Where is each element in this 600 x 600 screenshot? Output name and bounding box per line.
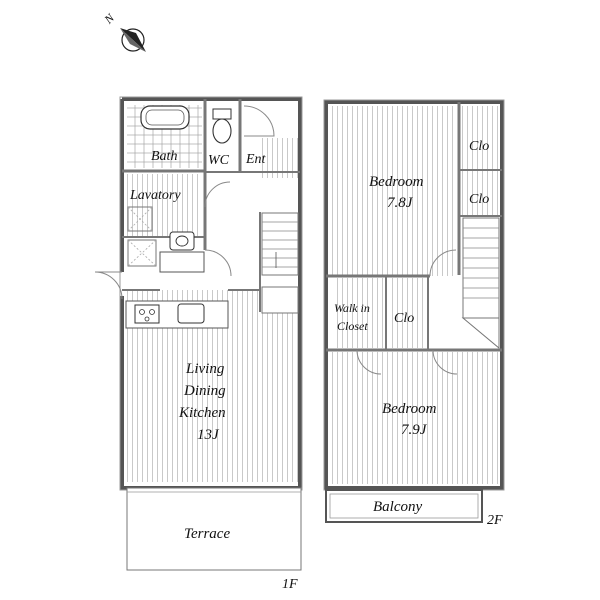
compass: N: [101, 10, 146, 52]
bathtub: [140, 105, 190, 130]
terrace: [126, 487, 302, 571]
room-label-ldk-1: Living: [185, 361, 225, 377]
toilet-icon: [212, 118, 232, 144]
compass-label: N: [101, 10, 118, 27]
washer-box: [127, 206, 153, 232]
room-label-walkin-2: Closet: [337, 319, 368, 333]
room-label-wc: WC: [208, 153, 230, 168]
floor-label-2f: 2F: [487, 513, 503, 528]
bedroom2-floor: [331, 352, 498, 484]
room-label-bedroom2: Bedroom: [382, 401, 437, 417]
sink-icon: [177, 303, 205, 324]
balcony: [325, 489, 483, 523]
wash-basin: [169, 231, 195, 251]
room-label-closet2: Clo: [469, 192, 489, 207]
stairs-2f: [461, 217, 500, 350]
floor2-outer-wall: [324, 100, 504, 490]
room-label-bedroom2-size: 7.9J: [401, 422, 428, 438]
room-label-bedroom1-size: 7.8J: [387, 195, 414, 211]
lavatory-floor: [127, 174, 202, 236]
floor-label-1f: 1F: [282, 577, 298, 592]
room-label-closet1: Clo: [469, 139, 489, 154]
room-label-ldk-2: Dining: [183, 383, 226, 399]
floor-1: Bath WC Ent Lavatory Living Dining Kitch…: [94, 96, 303, 592]
room-label-walkin-1: Walk in: [334, 301, 370, 315]
room-label-bedroom1: Bedroom: [369, 174, 424, 190]
room-label-balcony: Balcony: [373, 499, 422, 515]
compass-ring: [121, 28, 145, 52]
stove-icon: [134, 304, 160, 324]
room-label-bath: Bath: [151, 149, 177, 164]
room-label-ldk-3: Kitchen: [178, 405, 226, 421]
room-label-lavatory: Lavatory: [129, 188, 181, 203]
bedroom1-floor: [331, 106, 457, 276]
toilet-tank: [212, 108, 232, 120]
room-label-terrace: Terrace: [184, 526, 230, 542]
stairs-1f: [261, 212, 299, 314]
door-main: [94, 271, 123, 300]
floor-2: Bedroom 7.8J Clo Clo Walk in Closet Clo …: [323, 99, 505, 528]
room-label-closet3: Clo: [394, 311, 414, 326]
room-label-ldk-size: 13J: [197, 427, 220, 443]
room-label-entrance: Ent: [245, 152, 267, 167]
